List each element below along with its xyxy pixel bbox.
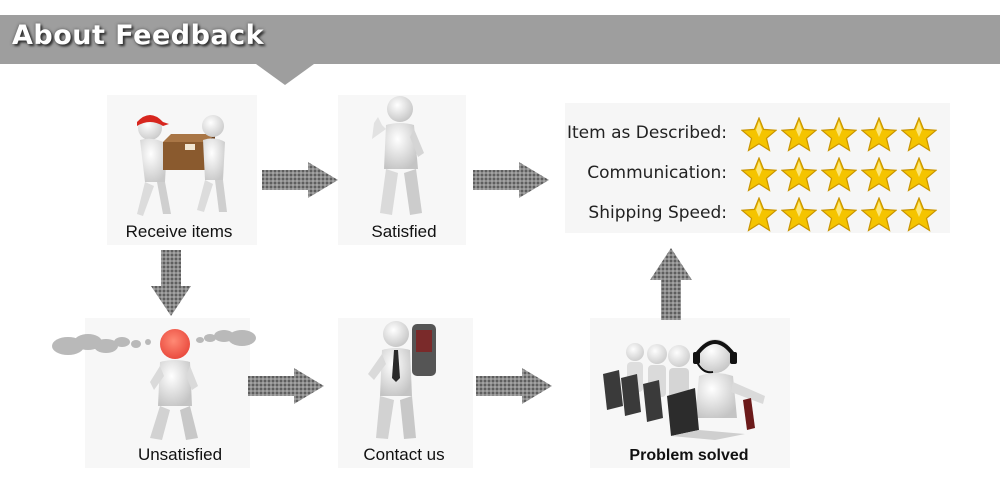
star-icon: [781, 197, 817, 232]
star-icon: [741, 197, 777, 232]
star-icon: [781, 117, 817, 152]
star-rating: [741, 195, 946, 235]
arrow-right-icon: [476, 368, 552, 404]
star-icon: [901, 117, 937, 152]
star-icon: [901, 157, 937, 192]
rating-row: Item as Described:: [565, 115, 950, 155]
node-receive-label: Receive items: [125, 222, 233, 241]
star-rating: [741, 115, 946, 155]
node-solved-label: Problem solved: [629, 447, 749, 464]
banner-pointer: [256, 64, 314, 85]
rating-label: Communication:: [587, 163, 727, 183]
arrow-right-icon: [262, 162, 338, 198]
arrow-right-icon: [248, 368, 324, 404]
rating-label: Shipping Speed:: [588, 203, 727, 223]
star-icon: [821, 157, 857, 192]
angry-figure-icon: [52, 329, 256, 440]
arrow-right-icon: [473, 162, 549, 198]
header-banner: [0, 15, 1000, 64]
star-rating: [741, 155, 946, 195]
star-icon: [821, 117, 857, 152]
rating-row: Shipping Speed:: [565, 195, 950, 235]
support-team-icon: [603, 339, 765, 440]
rating-panel: Item as Described: Communication: Shippi…: [565, 103, 950, 233]
node-unsatisfied-label: Unsatisfied: [137, 445, 223, 464]
node-contact-label: Contact us: [363, 445, 445, 464]
star-icon: [821, 197, 857, 232]
star-icon: [861, 157, 897, 192]
star-icon: [861, 117, 897, 152]
rating-row: Communication:: [565, 155, 950, 195]
delivery-figures-icon: [137, 115, 227, 216]
page-title: About Feedback: [12, 20, 265, 51]
star-icon: [901, 197, 937, 232]
star-icon: [861, 197, 897, 232]
rating-label: Item as Described:: [566, 123, 727, 143]
phone-figure-icon: [368, 321, 436, 439]
star-icon: [741, 157, 777, 192]
arrow-down-icon: [151, 250, 191, 316]
node-satisfied-label: Satisfied: [371, 222, 437, 241]
arrow-up-icon: [650, 248, 692, 320]
thumbs-up-figure-icon: [372, 96, 424, 215]
star-icon: [781, 157, 817, 192]
star-icon: [741, 117, 777, 152]
